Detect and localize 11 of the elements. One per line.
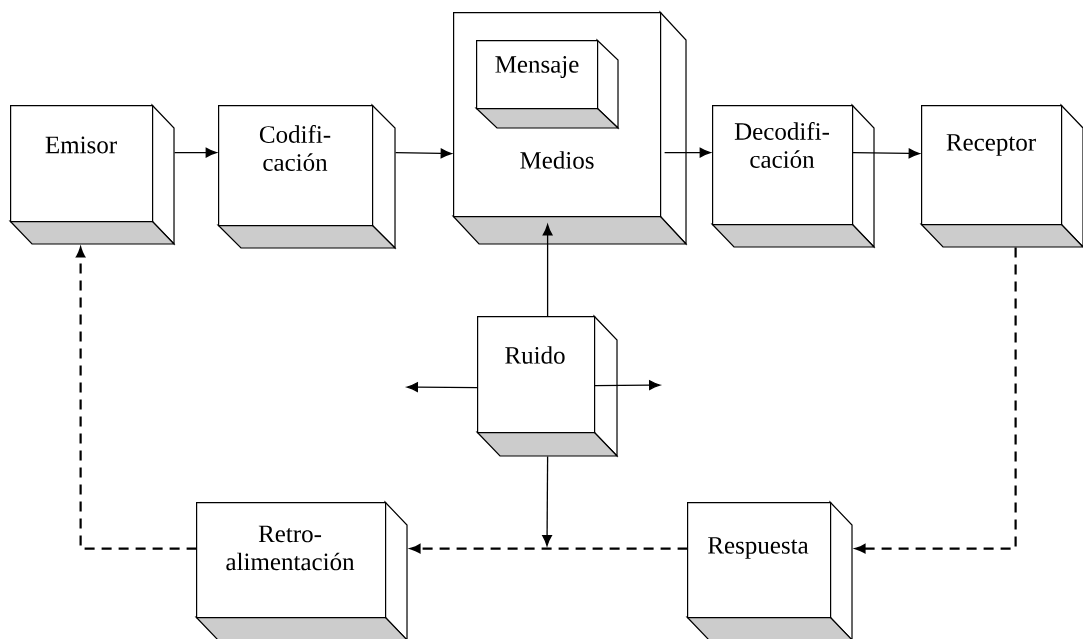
arrow bbox=[76, 247, 197, 550]
arrow bbox=[855, 247, 1017, 554]
arrow bbox=[173, 147, 217, 158]
arrow bbox=[542, 224, 553, 318]
arrow bbox=[593, 380, 661, 391]
arrow bbox=[851, 148, 920, 159]
arrow bbox=[406, 382, 479, 393]
arrow bbox=[542, 455, 553, 547]
arrow bbox=[663, 147, 711, 158]
arrow bbox=[394, 148, 452, 159]
arrow bbox=[410, 544, 688, 554]
